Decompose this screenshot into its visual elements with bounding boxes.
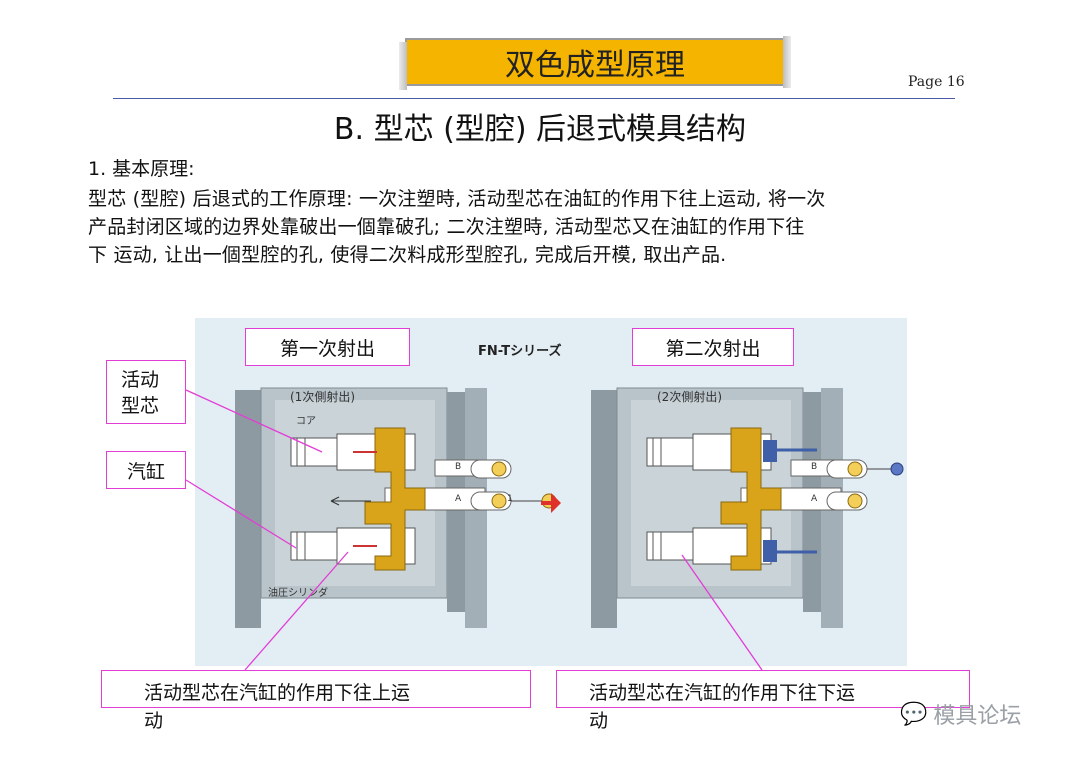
title-banner: 双色成型原理 bbox=[399, 36, 791, 90]
first-shot-subtitle: (1次側射出) bbox=[290, 390, 355, 404]
leader-note-down bbox=[681, 554, 763, 671]
movable-core-label-line-2: 型芯 bbox=[121, 395, 160, 417]
note-move-up-line-1: 活动型芯在汽缸的作用下往上运 bbox=[144, 682, 411, 704]
page-number: Page 16 bbox=[908, 74, 965, 90]
body-line-3: 下 运动, 让出一個型腔的孔, 使得二次料成形型腔孔, 完成后开模, 取出产品. bbox=[88, 244, 727, 266]
second-shot-caption-text: 第二次射出 bbox=[665, 337, 761, 360]
note-move-up-line-2: 动 bbox=[144, 710, 164, 732]
series-name: FN-Tシリーズ bbox=[478, 344, 562, 359]
watermark: 💬 模具论坛 bbox=[900, 698, 1021, 730]
injector-b-label-2: B bbox=[811, 462, 818, 472]
movable-core-label-line-1: 活动 bbox=[121, 369, 160, 391]
banner-title: 双色成型原理 bbox=[505, 48, 685, 83]
header-rule bbox=[113, 98, 955, 99]
mold-diagram-svg bbox=[234, 387, 904, 629]
chat-bubble-icon: 💬 bbox=[900, 701, 928, 727]
note-move-up: 活动型芯在汽缸的作用下往上运 动 bbox=[101, 670, 531, 732]
leader-core bbox=[185, 389, 323, 453]
watermark-text: 模具论坛 bbox=[933, 704, 1022, 729]
body-line-2: 产品封闭区域的边界处靠破出一個靠破孔; 二次注塑時, 活动型芯又在油缸的作用下往 bbox=[88, 216, 805, 238]
first-shot-caption-text: 第一次射出 bbox=[279, 337, 375, 360]
page-subtitle: B. 型芯 (型腔) 后退式模具结构 bbox=[333, 112, 747, 147]
leader-cylinder bbox=[185, 479, 297, 549]
second-shot-caption: 第二次射出 bbox=[632, 328, 794, 366]
note-move-down: 活动型芯在汽缸的作用下往下运 动 bbox=[556, 670, 970, 732]
second-shot-subtitle: (2次側射出) bbox=[657, 390, 722, 404]
cylinder-jp-label: 油圧シリンダ bbox=[268, 588, 328, 599]
body-line-1: 型芯 (型腔) 后退式的工作原理: 一次注塑時, 活动型芯在油缸的作用下往上运动… bbox=[88, 188, 826, 210]
movable-core-label: 活动 型芯 bbox=[106, 360, 186, 424]
injector-b-label: B bbox=[455, 462, 462, 472]
injector-a-label-2: A bbox=[811, 494, 818, 504]
note-move-down-line-2: 动 bbox=[589, 710, 609, 732]
injector-a-label: A bbox=[455, 494, 462, 504]
section-heading: 1. 基本原理: bbox=[88, 158, 195, 180]
core-jp-label: コア bbox=[296, 416, 316, 427]
cylinder-label-text: 汽缸 bbox=[126, 460, 165, 483]
cylinder-label: 汽缸 bbox=[106, 451, 186, 489]
leader-note-up bbox=[244, 551, 349, 671]
mold-diagram bbox=[195, 318, 907, 666]
first-shot-caption: 第一次射出 bbox=[245, 328, 410, 366]
note-move-down-line-1: 活动型芯在汽缸的作用下往下运 bbox=[589, 682, 856, 704]
marker-1-label: 1 bbox=[507, 494, 513, 504]
